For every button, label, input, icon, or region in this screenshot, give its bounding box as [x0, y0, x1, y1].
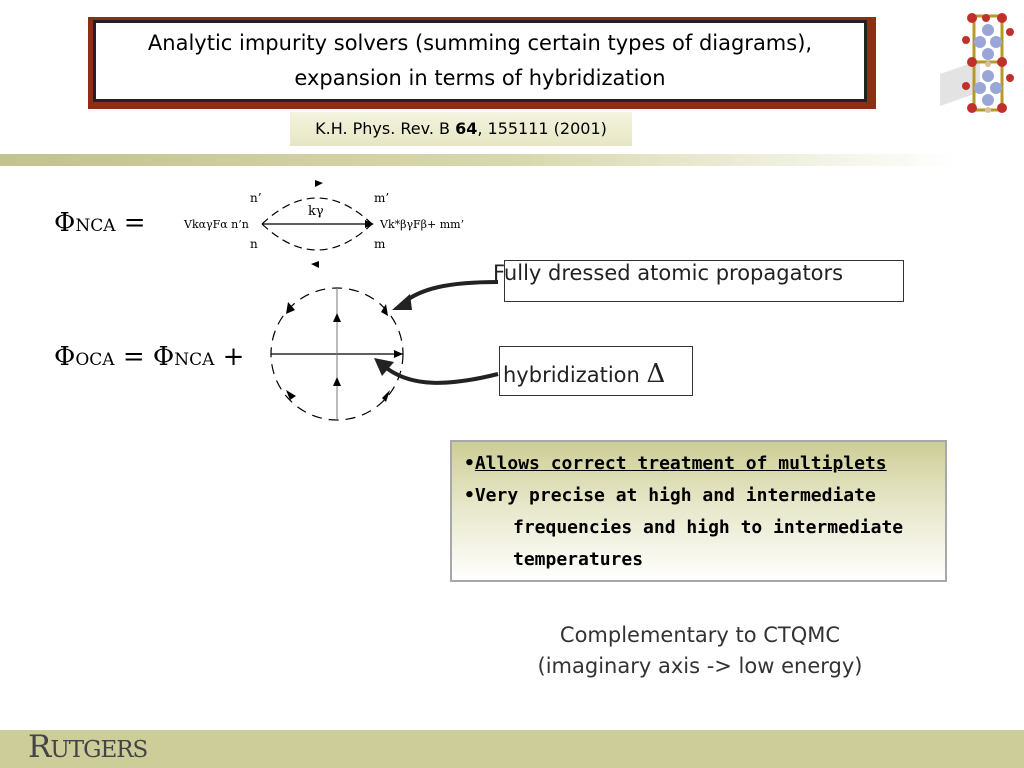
feature-text-2-line-1: Very precise at high and intermediate [474, 485, 876, 506]
feature-item-2: •Very precise at high and intermediate [464, 480, 935, 512]
nca-subscript-2: NCA [174, 350, 215, 370]
delta-symbol: Δ [646, 359, 666, 389]
plus-sign: + [214, 342, 245, 372]
ref-prefix: K.H. Phys. Rev. B [315, 119, 456, 138]
reference-citation: K.H. Phys. Rev. B 64, 155111 (2001) [290, 112, 632, 146]
features-box: •Allows correct treatment of multiplets … [450, 440, 947, 582]
note-line-2: (imaginary axis -> low energy) [537, 654, 863, 678]
rutgers-logo: RUTGERS [28, 729, 148, 765]
feature-item-1: •Allows correct treatment of multiplets [464, 448, 935, 480]
ref-volume: 64 [455, 119, 478, 138]
phi-oca-equation: ΦOCA = ΦNCA + [54, 342, 244, 372]
feature-text-1: Allows correct treatment of multiplets [474, 453, 887, 474]
phi-nca-equation: ΦNCA = [54, 208, 146, 238]
oca-subscript: OCA [75, 350, 115, 370]
feature-text-2-line-2: frequencies and high to intermediate [513, 517, 904, 538]
title-line-1: Analytic impurity solvers (summing certa… [147, 31, 813, 55]
equals-sign: = [114, 342, 145, 372]
oca-circle-diagram [270, 287, 404, 421]
header-band [0, 154, 960, 166]
hybridization-label-box: hybridization Δ [499, 346, 693, 396]
note-line-1: Complementary to CTQMC [559, 623, 841, 647]
label-n-prime: n’ [250, 191, 262, 205]
logo-rest: UTGERS [50, 737, 148, 763]
propagators-label: Fully dressed atomic propagators [493, 261, 844, 285]
slide-title: Analytic impurity solvers (summing certa… [93, 20, 867, 102]
bullet: • [464, 453, 475, 474]
phi-symbol: Φ [54, 208, 76, 238]
ref-suffix: , 155111 (2001) [477, 119, 607, 138]
label-m-prime: m’ [374, 191, 389, 205]
propagators-label-box: Fully dressed atomic propagators [493, 260, 904, 302]
feature-text-2-line-3: temperatures [513, 549, 644, 570]
nca-bubble-diagram: n’ m’ n m kγ VkαγFα n’n Vk*βγFβ+ mm’ [183, 180, 464, 268]
bullet: • [464, 485, 475, 506]
crystal-structure-image [940, 13, 1014, 113]
right-vertex-label: Vk*βγFβ+ mm’ [379, 218, 464, 231]
footer-band [0, 730, 1024, 768]
phi-symbol: Φ [54, 342, 76, 372]
nca-subscript: NCA [75, 216, 116, 236]
equals-sign: = [115, 208, 146, 238]
hybridization-label: hybridization [503, 363, 640, 387]
title-line-2: expansion in terms of hybridization [294, 66, 666, 90]
complementary-note: Complementary to CTQMC (imaginary axis -… [500, 620, 900, 682]
label-m: m [374, 237, 386, 251]
left-vertex-label: VkαγFα n’n [183, 218, 249, 231]
phi-symbol-2: Φ [152, 342, 175, 372]
logo-initial: R [28, 729, 51, 765]
label-n: n [250, 237, 258, 251]
annotation-arrows [374, 280, 499, 385]
label-k-gamma: kγ [308, 204, 324, 219]
